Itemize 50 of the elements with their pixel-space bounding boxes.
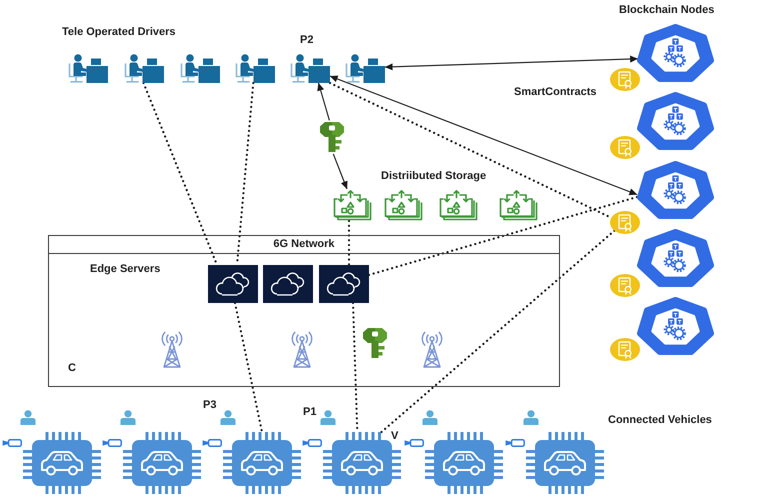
heptagon-gears-icon [637, 24, 714, 82]
tag-label: V [391, 430, 398, 443]
network-box [48, 235, 560, 387]
group-label: Edge Servers [90, 263, 160, 276]
dotted-line [368, 196, 638, 276]
certificate-icon [610, 274, 640, 297]
group-label: SmartContracts [514, 86, 597, 99]
certificate-icon [610, 68, 640, 91]
tag-label: P3 [203, 399, 216, 412]
heptagon-gears-icon [637, 92, 714, 150]
person-at-desk-icon [344, 53, 385, 83]
heptagon-gears-icon [637, 229, 714, 287]
cloud-tile-icon [319, 265, 369, 303]
corner-label: C [68, 362, 76, 375]
person-at-desk-icon [67, 53, 108, 83]
dotted-line [380, 230, 616, 434]
double-arrow [330, 76, 638, 196]
dotted-line [234, 302, 264, 434]
certificate-icon [610, 211, 640, 234]
heptagon-gears-icon [637, 297, 714, 355]
car-chip-icon [526, 432, 604, 494]
group-label: Distriibuted Storage [381, 170, 486, 183]
car-chip-icon [123, 432, 201, 494]
certificate-icon [610, 136, 640, 159]
network-title: 6G Network [273, 238, 335, 251]
car-chip-icon [425, 432, 503, 494]
car-chip-icon [323, 432, 401, 494]
person-at-desk-icon [289, 53, 330, 83]
person-at-desk-icon [234, 53, 275, 83]
heptagon-gears-icon [637, 161, 714, 219]
cloud-tile-icon [263, 265, 313, 303]
arrow [317, 82, 330, 121]
tag-label: P1 [303, 406, 316, 419]
certificate-icon [610, 338, 640, 361]
group-label: Blockchain Nodes [619, 4, 714, 17]
car-chip-icon [23, 432, 101, 494]
person-at-desk-icon [123, 53, 164, 83]
storage-tray-icon [439, 189, 479, 221]
tag-label: P2 [300, 34, 314, 47]
storage-tray-icon [333, 189, 373, 221]
key-icon [319, 121, 345, 152]
car-chip-icon [223, 432, 301, 494]
storage-tray-icon [384, 189, 424, 221]
double-arrow [384, 56, 638, 70]
group-label: Tele Operated Drivers [62, 26, 176, 39]
group-label: Connected Vehicles [608, 414, 712, 427]
person-at-desk-icon [179, 53, 220, 83]
cloud-tile-icon [208, 265, 258, 303]
storage-tray-icon [499, 189, 539, 221]
dotted-line [348, 220, 350, 266]
